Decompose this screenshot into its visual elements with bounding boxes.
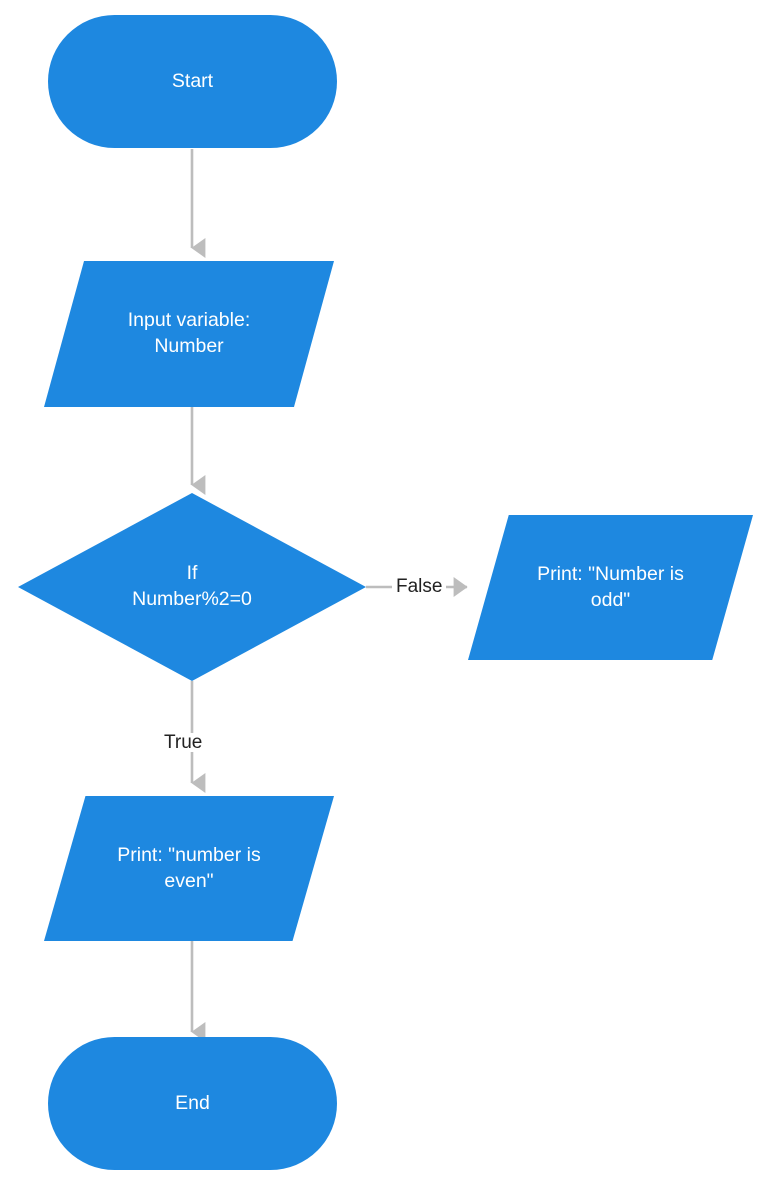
node-end[interactable]: End [48, 1037, 337, 1170]
node-print-even-line2: even" [164, 869, 214, 892]
node-input-variable[interactable]: Input variable: Number [44, 261, 334, 407]
node-print-odd[interactable]: Print: "Number is odd" [468, 515, 753, 660]
node-input-variable-line1: Input variable: [127, 309, 251, 332]
node-print-even-line1: Print: "number is [117, 843, 261, 866]
node-print-even[interactable]: Print: "number is even" [44, 796, 334, 941]
node-start-label: Start [171, 69, 214, 92]
node-start[interactable]: Start [48, 15, 337, 148]
node-decision-line2: Number%2=0 [132, 588, 252, 610]
edge-label-true: True [160, 733, 207, 752]
node-input-variable-line2: Number [154, 335, 224, 357]
edge-label-false: False [392, 577, 447, 596]
node-print-odd-line2: odd" [590, 588, 631, 611]
node-print-odd-line1: Print: "Number is [537, 562, 684, 585]
node-decision-modulo-label: If Number%2=0 [112, 561, 272, 612]
node-print-odd-label: Print: "Number is odd" [517, 562, 704, 613]
node-end-label: End [175, 1091, 210, 1114]
node-input-variable-label: Input variable: Number [108, 308, 271, 359]
node-decision-line1: If [186, 562, 198, 585]
node-print-even-label: Print: "number is even" [97, 843, 280, 894]
